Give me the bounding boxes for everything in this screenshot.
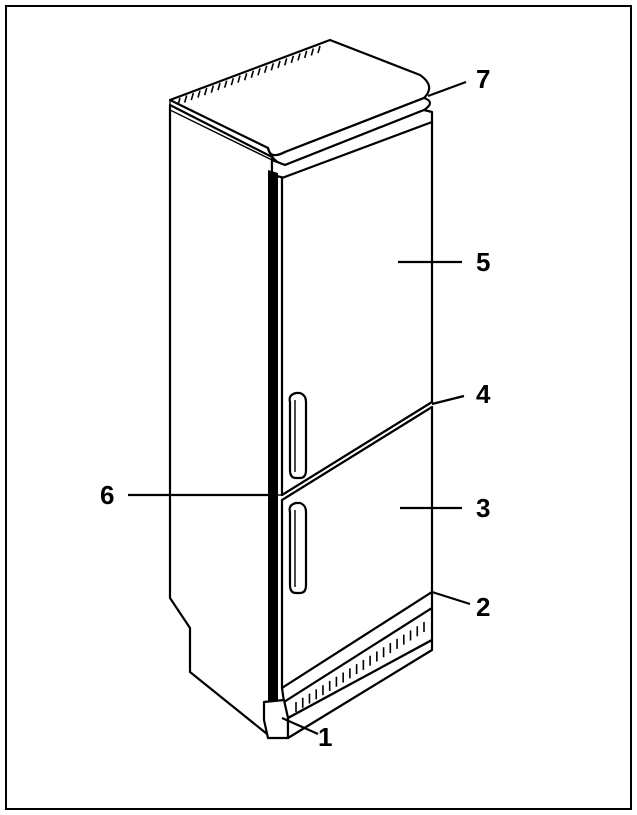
vent-slot: [183, 95, 188, 103]
vent-slot: [317, 45, 321, 54]
callout-3: 3: [476, 493, 490, 523]
freezer-door-handle: [288, 501, 308, 595]
vent-slot: [223, 80, 228, 88]
vent-slot: [203, 87, 208, 96]
leader-lines: [128, 80, 471, 736]
vent-slot: [290, 55, 295, 64]
refrigerator-door-handle: [288, 391, 308, 480]
callout-2: 2: [476, 592, 490, 622]
plinth-vent-slots: [295, 622, 425, 712]
callout-7: 7: [476, 64, 490, 94]
vent-slot: [230, 77, 235, 86]
vent-slot: [237, 75, 241, 83]
appliance-drawing: [168, 38, 434, 740]
vent-slot: [190, 92, 195, 101]
vent-slot: [283, 58, 288, 66]
leader-line-2: [431, 590, 471, 606]
callout-1: 1: [318, 722, 332, 752]
worktop-front-lip: [266, 96, 432, 167]
leader-line-4: [431, 394, 465, 406]
hinge-side-strip: [268, 170, 278, 705]
callout-labels: 1 2 3 4 5 6 7: [100, 64, 491, 752]
vent-slot: [270, 63, 275, 71]
vent-slot: [250, 70, 255, 78]
callout-5: 5: [476, 247, 490, 277]
leader-line-7: [427, 80, 467, 98]
vent-slot: [177, 97, 181, 106]
vent-slot: [257, 68, 261, 76]
vent-slot: [277, 60, 281, 69]
callout-4: 4: [476, 379, 491, 409]
vent-slot: [217, 82, 221, 91]
vent-slot: [243, 73, 248, 81]
leader-line-1: [281, 716, 319, 736]
vent-slot: [210, 85, 215, 93]
vent-slot: [297, 53, 301, 61]
callout-6: 6: [100, 480, 114, 510]
vent-slot: [303, 50, 308, 59]
vent-slot: [197, 90, 201, 98]
vent-slot: [263, 65, 268, 74]
vent-slot: [310, 48, 315, 56]
top-vent-slots: [177, 45, 321, 106]
